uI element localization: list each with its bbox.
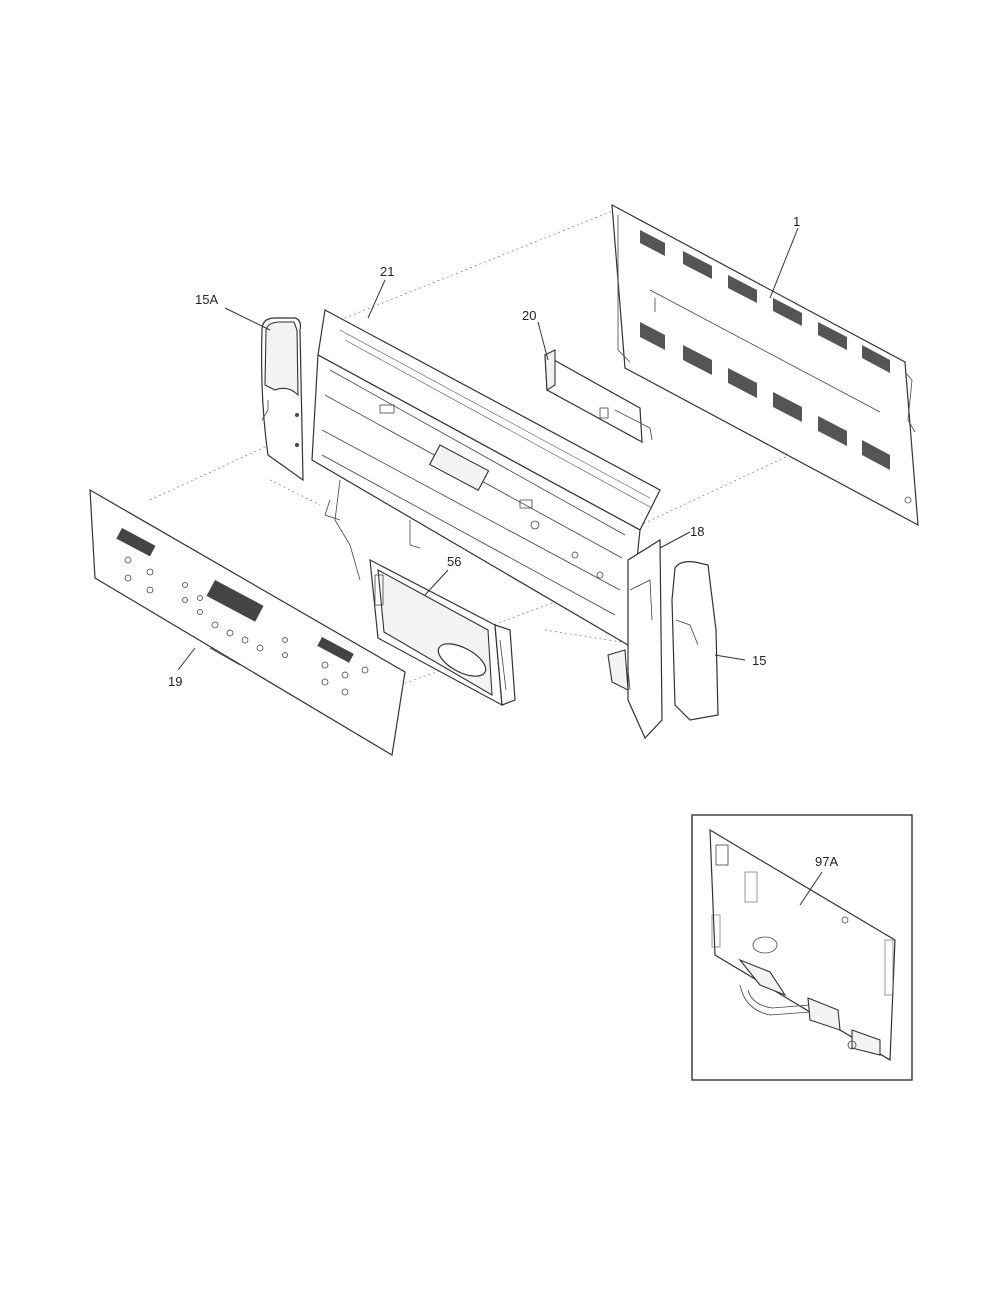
overlay-buttons	[124, 556, 349, 696]
callout-end-cap-right: 15	[752, 653, 766, 668]
end-cap-right	[671, 561, 719, 721]
callout-inset-board: 97A	[815, 854, 838, 869]
callout-back-panel: 1	[793, 214, 800, 229]
callout-control-panel-frame: 21	[380, 264, 394, 279]
vent-slots	[640, 230, 890, 470]
inset-control-board	[709, 828, 896, 1062]
callout-overlay: 19	[168, 674, 182, 689]
control-board	[369, 558, 516, 707]
inset-box	[691, 814, 913, 1081]
callout-side-bracket: 18	[690, 524, 704, 539]
back-panel	[611, 203, 919, 527]
callout-control-board: 56	[447, 554, 461, 569]
bracket-20	[544, 349, 653, 444]
side-bracket	[607, 538, 663, 740]
callout-labels: 1 21 20 15A 18 56 15 19 97A	[168, 214, 838, 869]
callout-end-cap-left: 15A	[195, 292, 218, 307]
callout-bracket-20: 20	[522, 308, 536, 323]
overlay-panel	[89, 488, 406, 756]
control-panel-frame	[311, 309, 661, 646]
leader-lines	[177, 227, 823, 906]
end-cap-left	[261, 317, 304, 482]
